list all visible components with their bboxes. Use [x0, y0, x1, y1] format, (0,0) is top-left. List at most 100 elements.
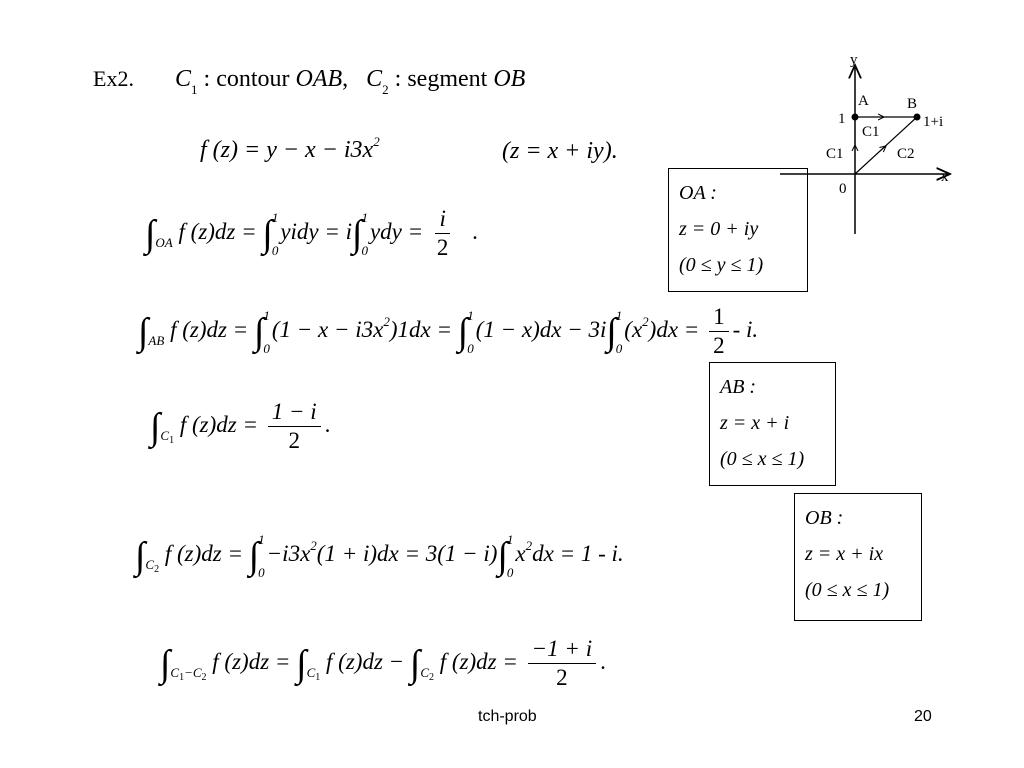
box-range: (0 ≤ x ≤ 1) [720, 448, 805, 470]
header-line: C1 : contour OAB, C2 : segment OB [175, 66, 525, 97]
c1-subscript: 1 [191, 82, 198, 97]
integrand: f (z)dz = [212, 648, 291, 674]
contour-diagram: y x A B 1 0 1+i C1 C1 C2 [780, 52, 980, 234]
box-ab: AB : z = x + i (0 ≤ x ≤ 1) [709, 362, 836, 486]
integral-subscript: OA [155, 234, 173, 250]
term: )dx = [648, 316, 700, 342]
colon: : [197, 66, 211, 92]
page-number: 20 [914, 708, 932, 725]
x-axis-label: x [941, 169, 949, 185]
c2-subscript: 2 [382, 82, 389, 97]
point-a-label: A [858, 93, 869, 109]
integral-subscript: C1−C2 [170, 664, 207, 683]
integral-sign: ∫ [135, 535, 146, 577]
c2-symbol: C [366, 66, 383, 92]
function-exponent: 2 [373, 134, 380, 149]
label-c2: C2 [897, 146, 915, 162]
label-one-plus-i: 1+i [923, 114, 943, 130]
y-axis-label: y [850, 52, 858, 68]
integral-sign: ∫ [150, 405, 161, 448]
integral-sign: ∫ [262, 212, 273, 255]
point-b-label: B [907, 96, 917, 112]
function-lhs: f (z) = y − x − i3x [200, 137, 374, 163]
equation-final: ∫C1−C2 f (z)dz = ∫C1 f (z)dz − ∫C2 f (z)… [160, 636, 606, 690]
box-title: OA : [679, 182, 717, 204]
term: (1 + i)dx = 3(1 − i) [316, 541, 498, 566]
comma: , [342, 66, 349, 92]
example-label: Ex2. [93, 66, 134, 91]
integral-sign: ∫ [497, 535, 508, 577]
integral-subsubscript: 1 [169, 434, 175, 446]
box-param: z = 0 + iy [679, 218, 759, 240]
exponent: 2 [383, 313, 390, 329]
label-c1-top: C1 [862, 124, 880, 140]
integrand: f (z)dz − [326, 648, 405, 674]
tick-one: 1 [838, 111, 846, 127]
integrand: f (z)dz = [178, 218, 257, 244]
integral-subscript: C2 [420, 664, 435, 683]
term: yidy = i [280, 218, 353, 244]
integrand: f (z)dz = [170, 316, 249, 342]
period: . [472, 218, 478, 244]
point-a [851, 113, 859, 121]
term: ydy = [369, 218, 424, 244]
segment-word: segment [407, 66, 488, 92]
box-param: z = x + i [720, 412, 790, 434]
integral-subscript: C1 [306, 664, 321, 683]
term: (x [624, 316, 643, 342]
integral-subscript: AB [148, 332, 165, 348]
box-ob: OB : z = x + ix (0 ≤ x ≤ 1) [794, 493, 922, 621]
term: - i. [732, 316, 759, 342]
term: dx = 1 - i. [532, 541, 624, 566]
term: x [515, 541, 526, 566]
contour-name: OAB [295, 66, 343, 92]
integral-subscript: C [160, 427, 170, 443]
term: (1 − x)dx − 3i [475, 316, 607, 342]
exponent: 2 [642, 313, 649, 329]
box-oa: OA : z = 0 + iy (0 ≤ y ≤ 1) [668, 168, 808, 292]
box-title: AB : [720, 376, 757, 398]
term: −i3x [266, 541, 311, 566]
integral-sign: ∫ [138, 310, 149, 353]
arrow-ob [880, 146, 886, 151]
integral-sign: ∫ [409, 642, 421, 685]
integrand: f (z)dz = [439, 648, 518, 674]
label-c1-left: C1 [826, 146, 844, 162]
box-range: (0 ≤ y ≤ 1) [679, 254, 764, 276]
integral-sign: ∫ [457, 310, 469, 353]
box-param: z = x + ix [805, 543, 884, 565]
function-definition: f (z) = y − x − i3x2 [200, 135, 380, 163]
period: . [324, 411, 331, 437]
function-domain: (z = x + iy). [502, 138, 618, 164]
footer-title: tch-prob [478, 708, 537, 725]
integral-sign: ∫ [296, 642, 307, 685]
integrand: f (z)dz = [179, 411, 258, 437]
colon: : [388, 66, 402, 92]
term: )1dx = [389, 316, 453, 342]
box-title: OB : [805, 507, 844, 529]
integral-sign: ∫ [145, 212, 156, 255]
box-range: (0 ≤ x ≤ 1) [805, 579, 890, 601]
integral-sign: ∫ [248, 535, 260, 577]
period: . [600, 648, 606, 674]
origin-label: 0 [839, 181, 847, 197]
integral-subsubscript: 2 [154, 564, 160, 575]
term: (1 − x − i3x [271, 316, 384, 342]
exponent: 2 [525, 538, 533, 553]
integrand: f (z)dz = [164, 541, 243, 566]
